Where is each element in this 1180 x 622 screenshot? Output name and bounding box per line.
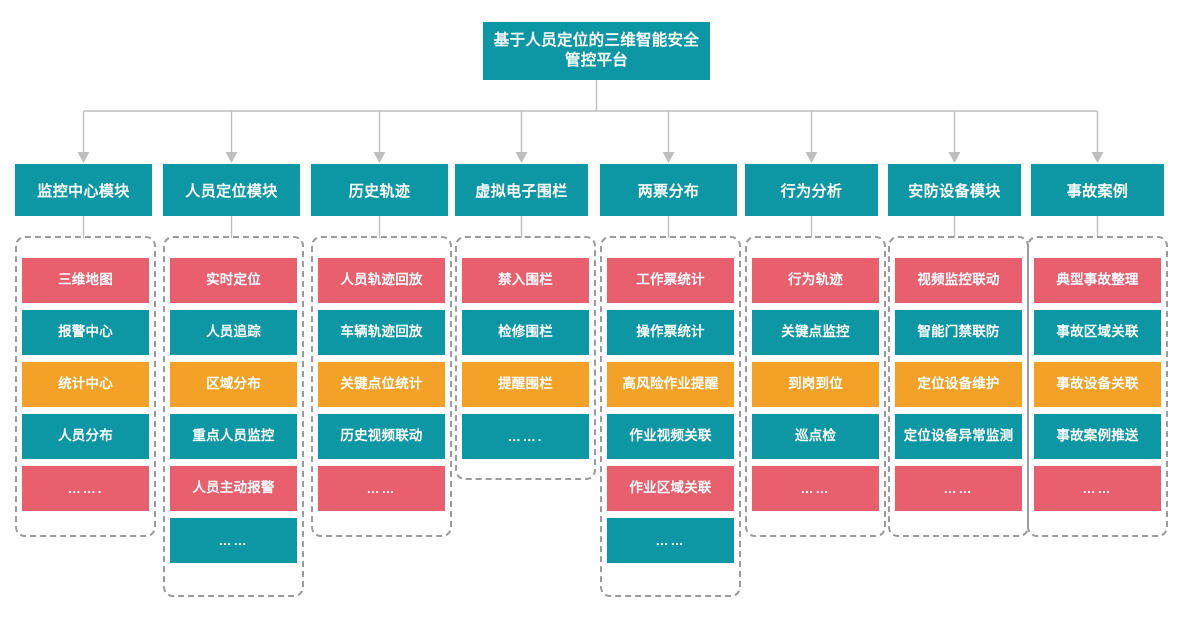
leaf-item[interactable]: 禁入围栏 bbox=[462, 258, 589, 303]
group-box-personnel-positioning bbox=[163, 236, 304, 597]
leaf-item[interactable]: 作业区域关联 bbox=[607, 466, 734, 511]
group-box-virtual-fence bbox=[455, 236, 596, 480]
leaf-item[interactable]: 统计中心 bbox=[22, 362, 149, 407]
leaf-item[interactable]: 提醒围栏 bbox=[462, 362, 589, 407]
leaf-item[interactable]: 巡点检 bbox=[752, 414, 879, 459]
leaf-item[interactable]: …… bbox=[170, 518, 297, 563]
leaf-item[interactable]: 实时定位 bbox=[170, 258, 297, 303]
leaf-item[interactable]: 智能门禁联防 bbox=[895, 310, 1022, 355]
column-header-monitor-center[interactable]: 监控中心模块 bbox=[15, 164, 152, 216]
leaf-item[interactable]: ……. bbox=[462, 414, 589, 459]
leaf-item[interactable]: 定位设备异常监测 bbox=[895, 414, 1022, 459]
leaf-item[interactable]: 检修围栏 bbox=[462, 310, 589, 355]
leaf-item[interactable]: 高风险作业提醒 bbox=[607, 362, 734, 407]
leaf-item[interactable]: 人员追踪 bbox=[170, 310, 297, 355]
leaf-item[interactable]: 报警中心 bbox=[22, 310, 149, 355]
leaf-item[interactable]: 典型事故整理 bbox=[1034, 258, 1161, 303]
group-box-two-tickets bbox=[600, 236, 741, 597]
group-box-behavior-analysis bbox=[745, 236, 886, 537]
column-header-accident-cases[interactable]: 事故案例 bbox=[1031, 164, 1164, 216]
leaf-item[interactable]: 定位设备维护 bbox=[895, 362, 1022, 407]
leaf-item[interactable]: 到岗到位 bbox=[752, 362, 879, 407]
leaf-item[interactable]: …… bbox=[607, 518, 734, 563]
leaf-item[interactable]: 操作票统计 bbox=[607, 310, 734, 355]
leaf-item[interactable]: 人员分布 bbox=[22, 414, 149, 459]
leaf-item[interactable]: …… bbox=[318, 466, 445, 511]
leaf-item[interactable]: 区域分布 bbox=[170, 362, 297, 407]
group-box-monitor-center bbox=[15, 236, 156, 537]
column-header-two-tickets[interactable]: 两票分布 bbox=[600, 164, 737, 216]
leaf-item[interactable]: 关键点监控 bbox=[752, 310, 879, 355]
leaf-item[interactable]: …… bbox=[1034, 466, 1161, 511]
leaf-item[interactable]: 事故区域关联 bbox=[1034, 310, 1161, 355]
column-header-virtual-fence[interactable]: 虚拟电子围栏 bbox=[455, 164, 588, 216]
leaf-item[interactable]: …… bbox=[895, 466, 1022, 511]
leaf-item[interactable]: 关键点位统计 bbox=[318, 362, 445, 407]
leaf-item[interactable]: …… bbox=[752, 466, 879, 511]
leaf-item[interactable]: 行为轨迹 bbox=[752, 258, 879, 303]
leaf-item[interactable]: 事故设备关联 bbox=[1034, 362, 1161, 407]
column-header-history-track[interactable]: 历史轨迹 bbox=[311, 164, 448, 216]
leaf-item[interactable]: 视频监控联动 bbox=[895, 258, 1022, 303]
leaf-item[interactable]: 历史视频联动 bbox=[318, 414, 445, 459]
leaf-item[interactable]: 工作票统计 bbox=[607, 258, 734, 303]
leaf-item[interactable]: 事故案例推送 bbox=[1034, 414, 1161, 459]
leaf-item[interactable]: 人员轨迹回放 bbox=[318, 258, 445, 303]
root-title-box: 基于人员定位的三维智能安全管控平台 bbox=[483, 22, 710, 80]
group-box-history-track bbox=[311, 236, 452, 537]
leaf-item[interactable]: 三维地图 bbox=[22, 258, 149, 303]
leaf-item[interactable]: 人员主动报警 bbox=[170, 466, 297, 511]
column-header-security-device[interactable]: 安防设备模块 bbox=[888, 164, 1021, 216]
group-box-accident-cases bbox=[1027, 236, 1168, 537]
leaf-item[interactable]: 作业视频关联 bbox=[607, 414, 734, 459]
leaf-item[interactable]: 车辆轨迹回放 bbox=[318, 310, 445, 355]
column-header-behavior-analysis[interactable]: 行为分析 bbox=[745, 164, 878, 216]
leaf-item[interactable]: 重点人员监控 bbox=[170, 414, 297, 459]
column-header-personnel-positioning[interactable]: 人员定位模块 bbox=[163, 164, 300, 216]
leaf-item[interactable]: ……. bbox=[22, 466, 149, 511]
